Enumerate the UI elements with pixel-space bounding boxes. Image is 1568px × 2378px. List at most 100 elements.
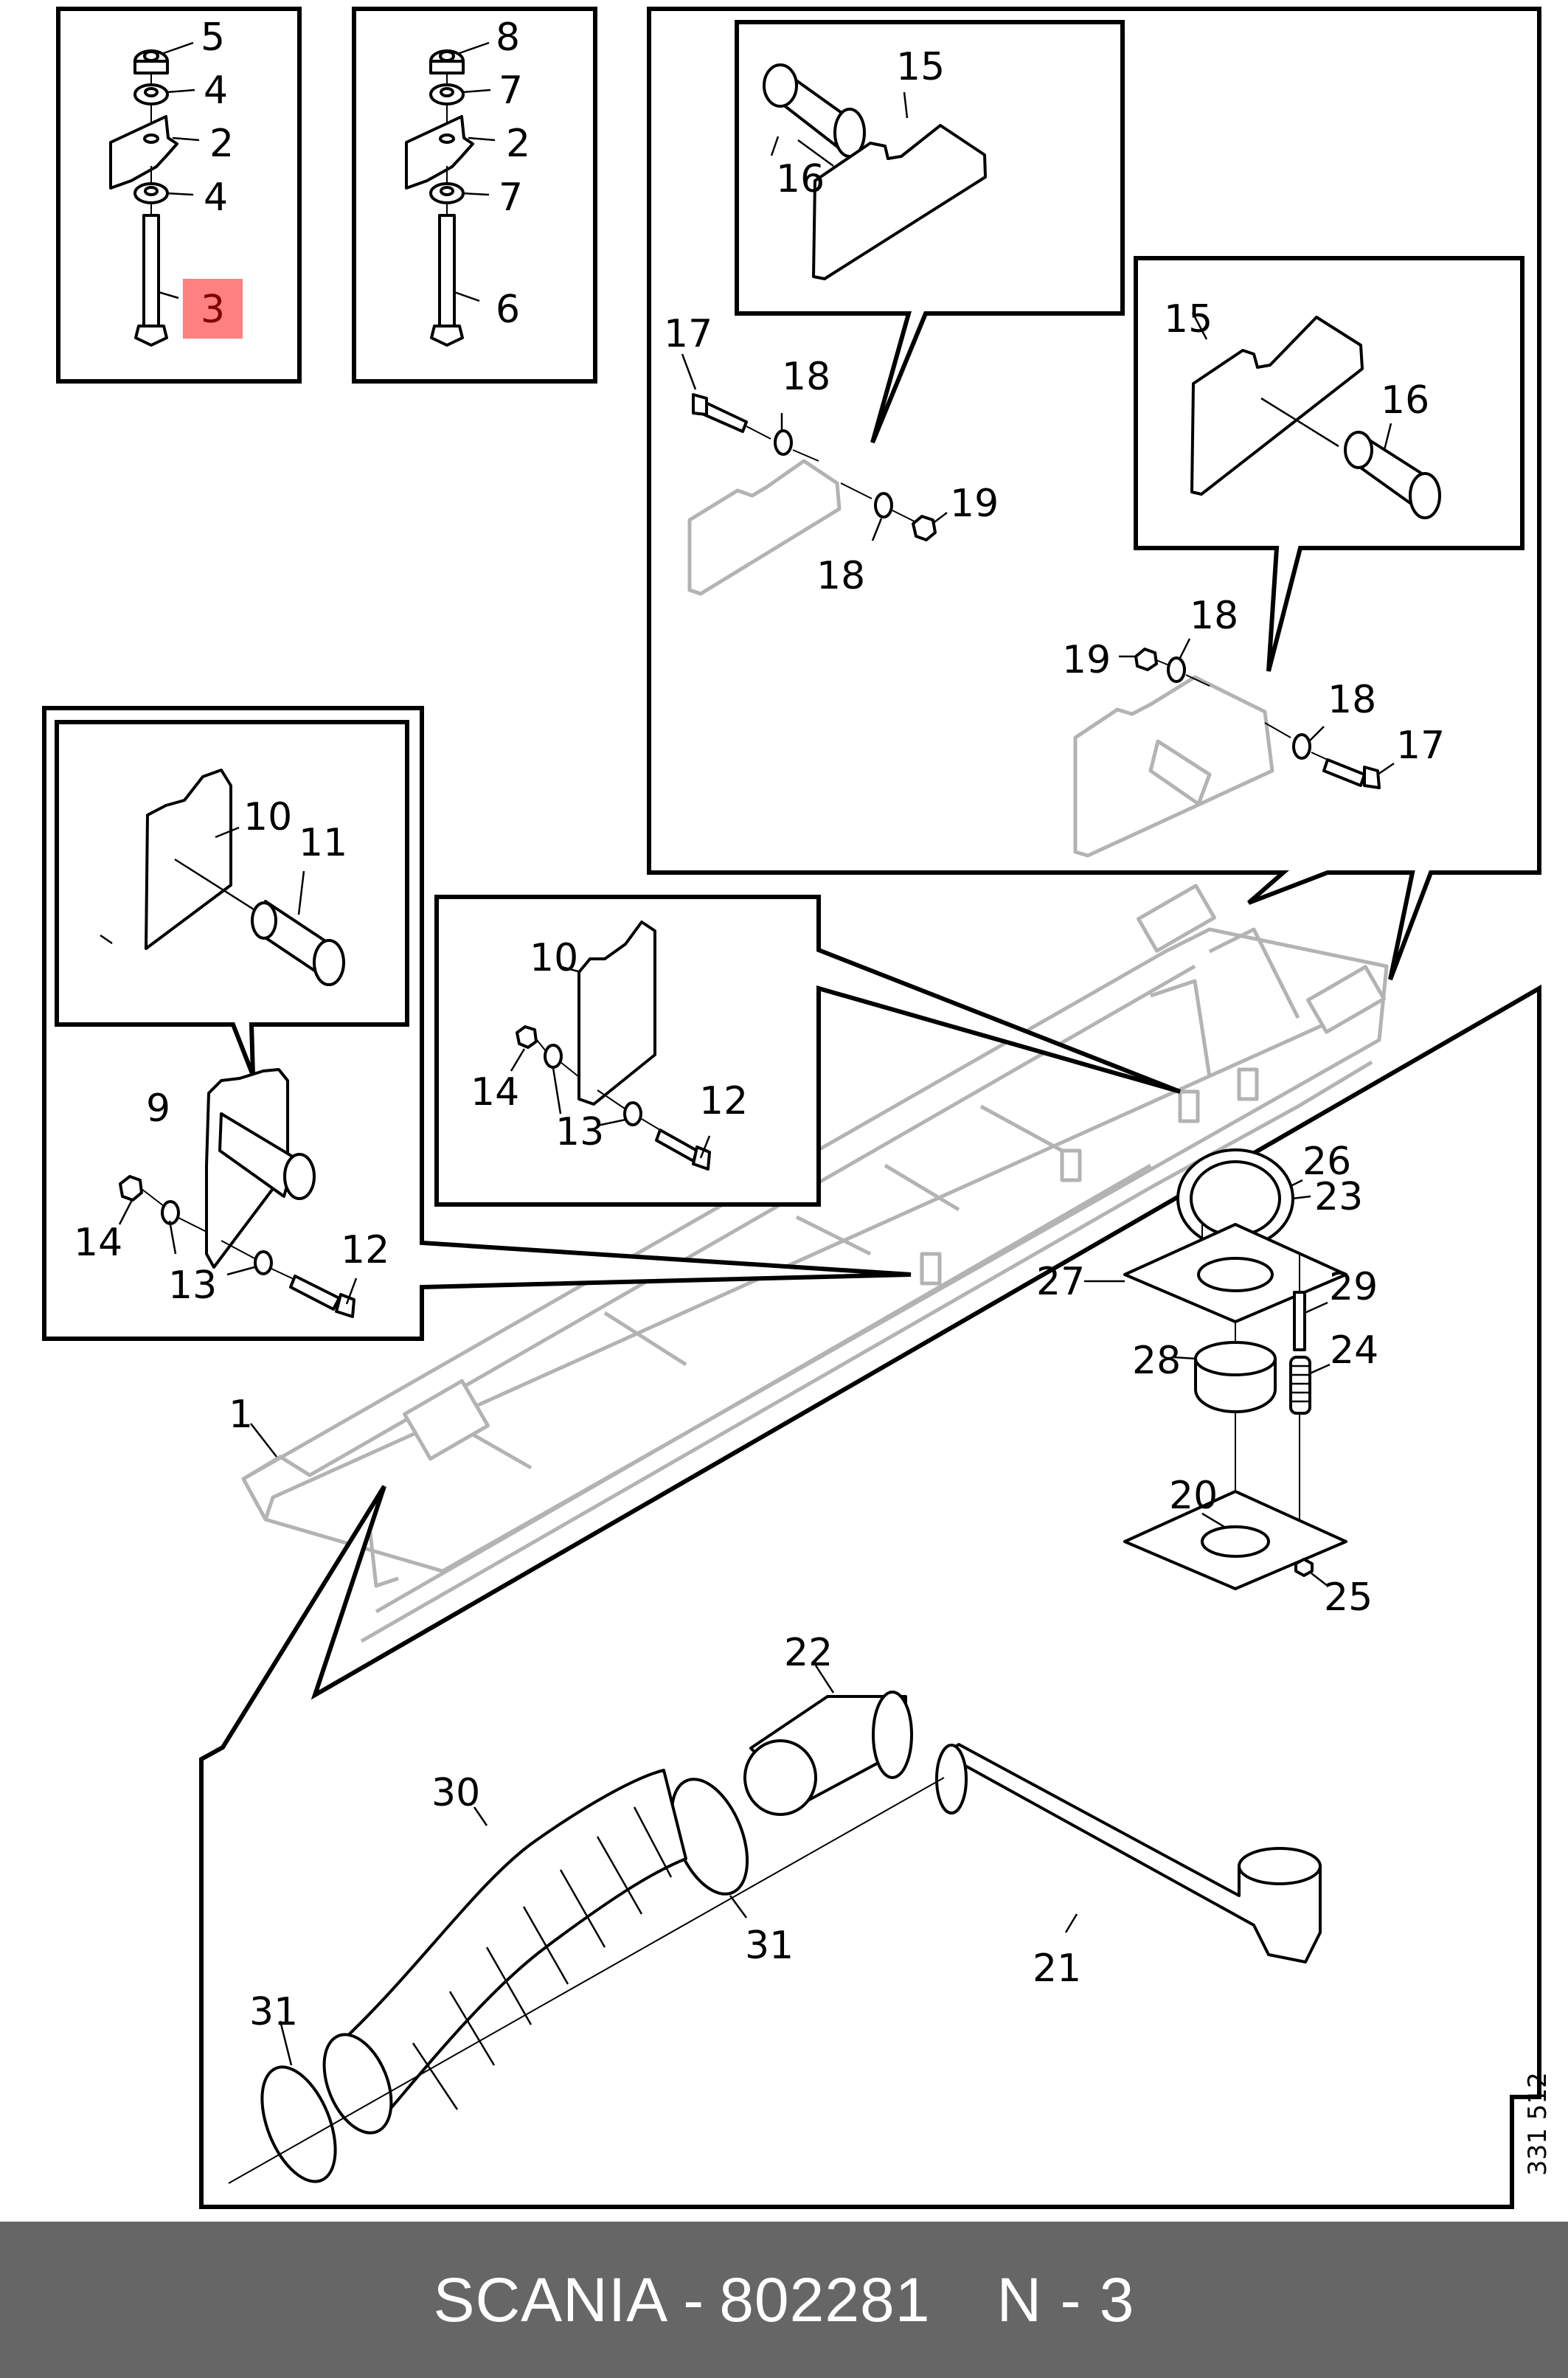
bolt-icon xyxy=(692,393,748,433)
washer-icon xyxy=(1167,656,1186,683)
callout-12[interactable]: 12 xyxy=(341,1228,389,1272)
callout-27[interactable]: 27 xyxy=(1036,1260,1085,1304)
callout-10[interactable]: 10 xyxy=(530,936,578,980)
callout-9[interactable]: 9 xyxy=(146,1086,170,1131)
callout-11[interactable]: 11 xyxy=(299,821,347,865)
detail-box-front-mount: 10 11 9 14 13 12 xyxy=(42,706,912,1341)
detail-box-rear-mount: 16 15 17 18 18 19 xyxy=(647,7,1541,981)
callout-1[interactable]: 1 xyxy=(229,1393,253,1437)
callout-14[interactable]: 14 xyxy=(471,1070,519,1115)
sleeve-icon xyxy=(218,1112,316,1200)
washer-icon xyxy=(133,83,169,105)
bolt-icon xyxy=(134,214,168,347)
washer-icon xyxy=(133,182,169,204)
hose-clamp-icon xyxy=(260,2065,337,2183)
spring-icon xyxy=(1289,1356,1311,1415)
nut-icon xyxy=(516,1025,538,1049)
washer-icon xyxy=(874,492,893,519)
collar-icon xyxy=(1194,1341,1277,1413)
bolt-icon xyxy=(1322,758,1381,789)
callout-18[interactable]: 18 xyxy=(816,554,865,598)
plate-icon xyxy=(577,921,656,1106)
callout-19[interactable]: 19 xyxy=(950,482,999,526)
callout-2[interactable]: 2 xyxy=(209,122,234,166)
callout-22[interactable]: 22 xyxy=(784,1631,833,1675)
callout-30[interactable]: 30 xyxy=(431,1771,480,1815)
plate-icon xyxy=(145,769,232,950)
chassis-frame-illustration: 1 xyxy=(229,884,1389,1643)
exhaust-pipe-icon xyxy=(935,1743,1322,1963)
bracket-icon xyxy=(109,115,178,190)
callout-18[interactable]: 18 xyxy=(1190,594,1238,638)
callout-7[interactable]: 7 xyxy=(499,176,523,220)
part-number: 802281 xyxy=(719,2264,931,2334)
callout-2[interactable]: 2 xyxy=(506,122,530,166)
drawing-reference-number: 331 512 xyxy=(1523,2072,1553,2176)
callout-20[interactable]: 20 xyxy=(1169,1474,1218,1518)
quantity-label: N - 3 xyxy=(996,2264,1135,2334)
nut-icon xyxy=(912,515,937,541)
bolt-icon xyxy=(430,214,464,347)
nut-icon xyxy=(133,49,169,74)
parts-diagram: 5 4 2 4 3 xyxy=(42,7,1553,2209)
callout-10[interactable]: 10 xyxy=(243,795,292,839)
callout-6[interactable]: 6 xyxy=(496,288,520,332)
callout-5[interactable]: 5 xyxy=(201,15,225,60)
callout-4[interactable]: 4 xyxy=(204,176,228,220)
bolt-icon xyxy=(289,1275,355,1318)
washer-icon xyxy=(429,182,465,204)
callout-21[interactable]: 21 xyxy=(1033,1947,1081,1991)
footer-banner: SCANIA - 802281 N - 3 xyxy=(0,2222,1568,2378)
callout-31[interactable]: 31 xyxy=(249,1990,298,2034)
callout-25[interactable]: 25 xyxy=(1324,1575,1373,1620)
callout-29[interactable]: 29 xyxy=(1329,1265,1378,1309)
callout-19[interactable]: 19 xyxy=(1062,638,1111,682)
sleeve-icon xyxy=(251,900,345,986)
callout-23[interactable]: 23 xyxy=(1314,1175,1363,1219)
callout-24[interactable]: 24 xyxy=(1330,1328,1378,1373)
detail-box-bolt-set-b: 8 7 2 7 6 xyxy=(352,7,597,384)
callout-17[interactable]: 17 xyxy=(664,312,712,356)
plate-icon xyxy=(812,124,987,280)
washer-icon xyxy=(544,1044,563,1069)
washer-icon xyxy=(429,83,465,105)
footer-separator: - xyxy=(683,2264,705,2334)
callout-15[interactable]: 15 xyxy=(896,45,945,89)
nut-icon xyxy=(119,1175,143,1202)
callout-7[interactable]: 7 xyxy=(499,69,523,113)
callout-26[interactable]: 26 xyxy=(1302,1140,1351,1184)
nut-icon xyxy=(1294,1558,1314,1577)
mounting-plate-icon xyxy=(1123,1490,1347,1590)
washer-icon xyxy=(1292,733,1311,760)
callout-3-highlighted[interactable]: 3 xyxy=(201,288,225,332)
callout-13[interactable]: 13 xyxy=(168,1263,217,1308)
washer-icon xyxy=(774,429,793,456)
sleeve-icon xyxy=(1344,431,1441,519)
callout-18[interactable]: 18 xyxy=(1328,678,1376,722)
callout-16[interactable]: 16 xyxy=(1381,378,1429,423)
callout-16[interactable]: 16 xyxy=(776,157,825,201)
stud-icon xyxy=(1293,1291,1306,1351)
callout-14[interactable]: 14 xyxy=(74,1221,122,1265)
nut-icon xyxy=(429,49,465,74)
callout-13[interactable]: 13 xyxy=(555,1110,604,1154)
highlight-box xyxy=(183,279,243,339)
callout-12[interactable]: 12 xyxy=(699,1079,748,1123)
elbow-pipe-icon xyxy=(743,1691,913,1816)
callout-18[interactable]: 18 xyxy=(782,355,830,399)
mounting-plate-icon xyxy=(1123,1223,1347,1323)
washer-icon xyxy=(623,1101,642,1126)
detail-box-bolt-set-a: 5 4 2 4 3 xyxy=(56,7,302,384)
washer-icon xyxy=(161,1200,180,1225)
callout-28[interactable]: 28 xyxy=(1132,1339,1181,1383)
callout-15[interactable]: 15 xyxy=(1164,297,1213,342)
callout-17[interactable]: 17 xyxy=(1396,724,1445,768)
callout-31[interactable]: 31 xyxy=(745,1924,794,1968)
bracket-icon xyxy=(405,115,474,190)
sleeve-icon xyxy=(763,63,866,158)
nut-icon xyxy=(1134,648,1158,671)
brand-name: SCANIA xyxy=(433,2264,669,2334)
callout-8[interactable]: 8 xyxy=(496,15,520,60)
callout-4[interactable]: 4 xyxy=(204,69,228,113)
plate-icon xyxy=(1190,316,1364,496)
